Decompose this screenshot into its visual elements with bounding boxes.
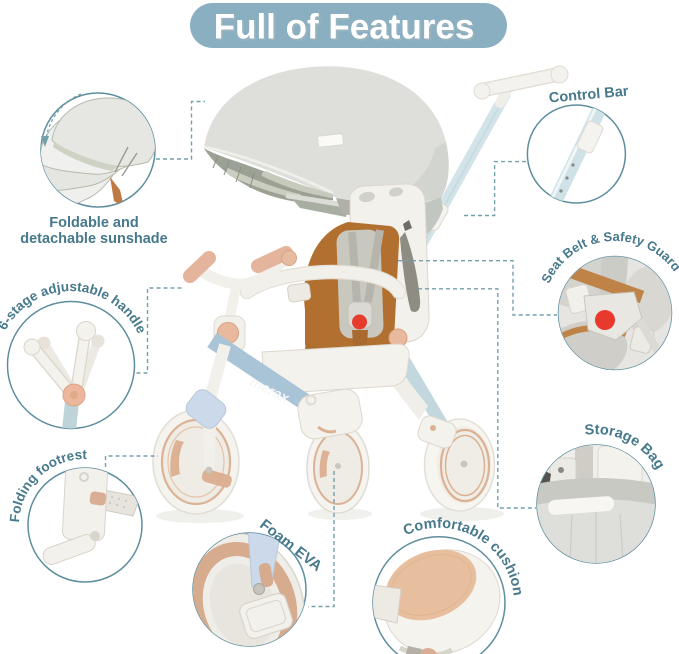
svg-text:detachable sunshade: detachable sunshade — [20, 231, 167, 247]
svg-text:Full of Features: Full of Features — [216, 9, 477, 48]
svg-text:Full of Features: Full of Features — [214, 8, 475, 47]
svg-text:Control Bar: Control Bar — [548, 84, 629, 107]
svg-text:Foldable and: Foldable and — [49, 215, 138, 231]
